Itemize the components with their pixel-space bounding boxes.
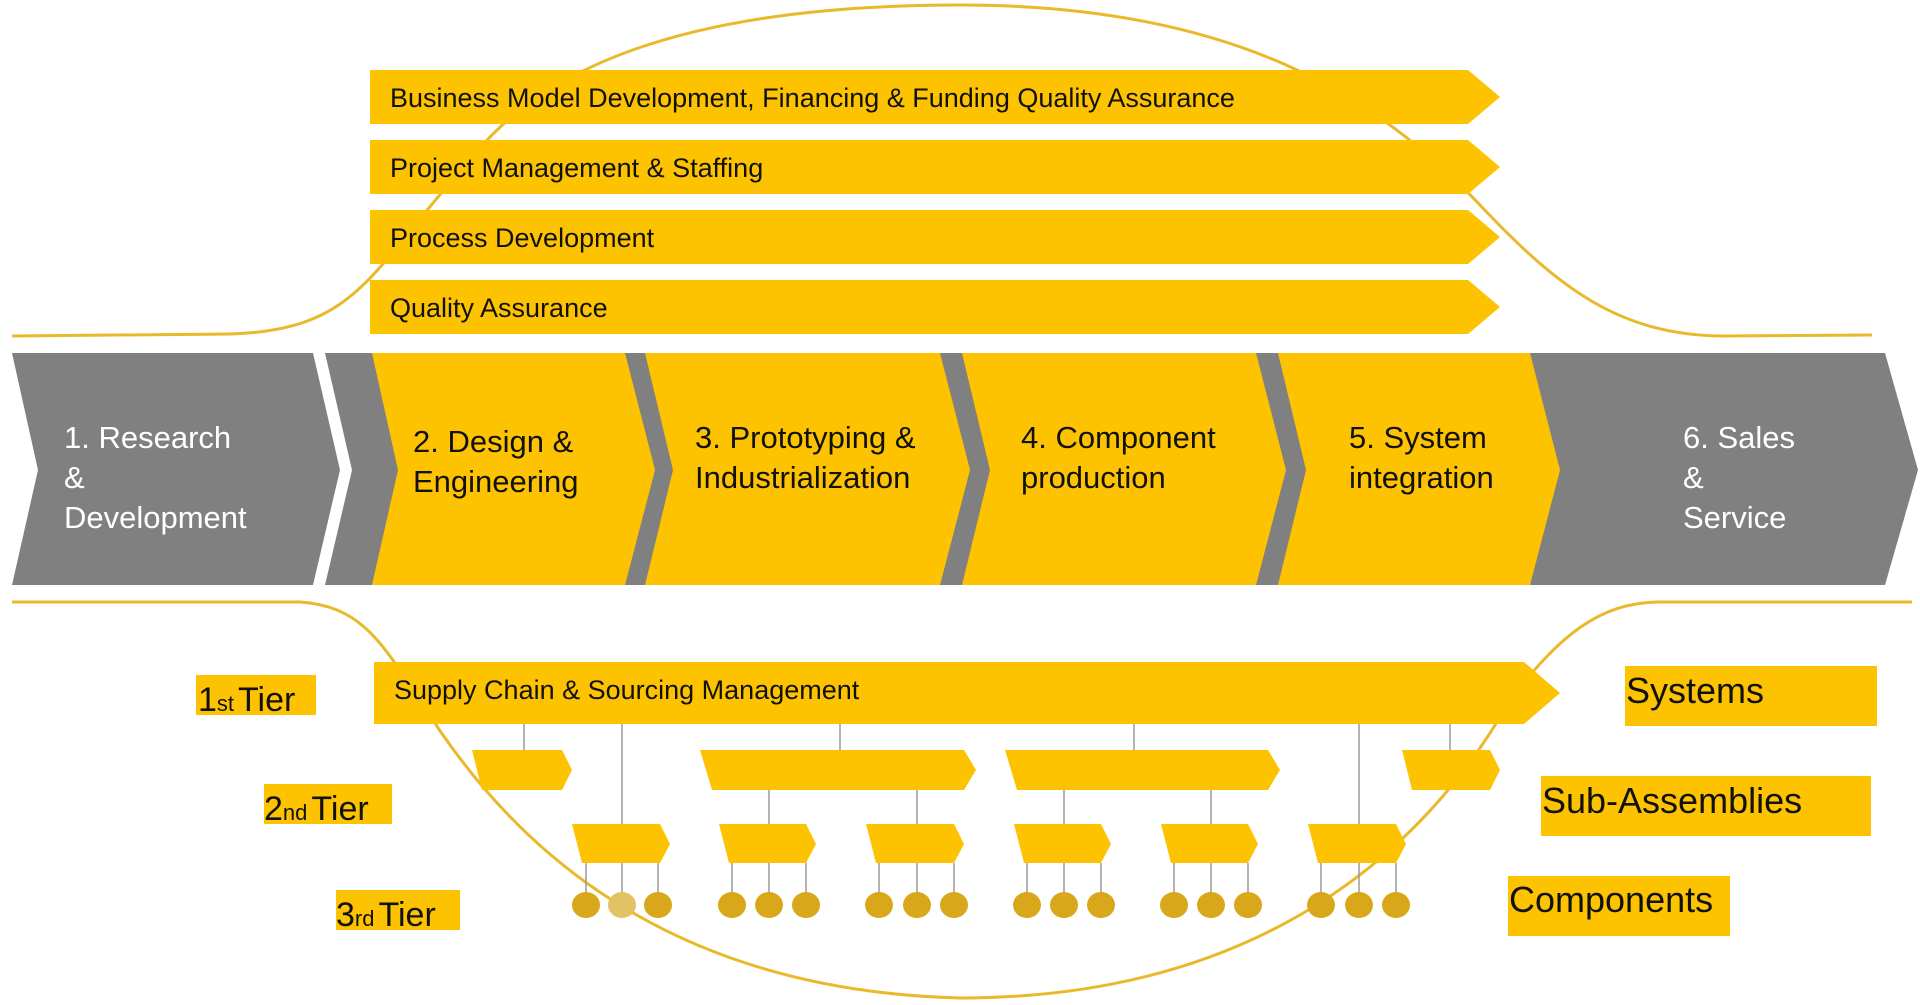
component-dots bbox=[572, 892, 1410, 918]
tier2-arrow bbox=[1402, 750, 1500, 790]
component-dot bbox=[644, 892, 672, 918]
component-dot bbox=[865, 892, 893, 918]
step-1-chevron bbox=[12, 353, 340, 585]
value-chain: 1. Research & Development 2. Design & En… bbox=[12, 353, 1918, 585]
support-arrow-business-model: Business Model Development, Financing & … bbox=[370, 70, 1500, 124]
level-components: Components bbox=[1508, 876, 1730, 936]
supply-chain-label: Supply Chain & Sourcing Management bbox=[394, 675, 860, 705]
connector-tier3-to-components bbox=[585, 863, 1397, 905]
level-systems: Systems bbox=[1625, 666, 1877, 726]
component-dot bbox=[1307, 892, 1335, 918]
step-6-chevron bbox=[1592, 353, 1918, 585]
support-label: Process Development bbox=[390, 223, 655, 253]
component-dot bbox=[1234, 892, 1262, 918]
support-arrow-project-management: Project Management & Staffing bbox=[370, 140, 1500, 194]
svg-text:Sub-Assemblies: Sub-Assemblies bbox=[1542, 780, 1802, 821]
step-2-label: 2. Design & Engineering bbox=[413, 424, 582, 499]
connector-tier1-to-tier3 bbox=[621, 724, 1360, 824]
step-3-label: 3. Prototyping & Industrialization bbox=[695, 420, 924, 495]
connector-tier2-to-tier3 bbox=[768, 790, 1212, 824]
tier3-arrow bbox=[866, 824, 964, 863]
step-4-label: 4. Component production bbox=[1021, 420, 1224, 495]
support-functions: Business Model Development, Financing & … bbox=[370, 70, 1500, 334]
step-2-chevron bbox=[372, 353, 655, 585]
component-dot bbox=[940, 892, 968, 918]
tier3-arrow bbox=[719, 824, 816, 863]
supply-chain-arrow: Supply Chain & Sourcing Management bbox=[374, 662, 1560, 724]
component-dot bbox=[755, 892, 783, 918]
support-label: Quality Assurance bbox=[390, 293, 608, 323]
level-labels: Systems Sub-Assemblies Components bbox=[1508, 666, 1877, 936]
support-arrow-quality-assurance: Quality Assurance bbox=[370, 280, 1500, 334]
svg-text:Components: Components bbox=[1509, 879, 1713, 920]
tier-connectors bbox=[523, 724, 1451, 905]
component-dot bbox=[572, 892, 600, 918]
tier-3-arrows bbox=[572, 824, 1406, 863]
component-dot bbox=[1197, 892, 1225, 918]
component-dot bbox=[608, 892, 636, 918]
tier3-arrow bbox=[1014, 824, 1111, 863]
tier3-arrow bbox=[1161, 824, 1258, 863]
component-dot bbox=[718, 892, 746, 918]
component-dot bbox=[792, 892, 820, 918]
connector-tier1-to-tier2 bbox=[523, 724, 1451, 750]
step-5-label: 5. System integration bbox=[1349, 420, 1495, 495]
support-label: Project Management & Staffing bbox=[390, 153, 763, 183]
tier2-arrow bbox=[1005, 750, 1280, 790]
level-sub-assemblies: Sub-Assemblies bbox=[1541, 776, 1871, 836]
svg-text:Systems: Systems bbox=[1626, 670, 1764, 711]
component-dot bbox=[903, 892, 931, 918]
tier3-arrow bbox=[572, 824, 670, 863]
step-3-chevron bbox=[645, 353, 970, 585]
tier-2-arrows bbox=[472, 750, 1500, 790]
component-dot bbox=[1087, 892, 1115, 918]
support-label: Business Model Development, Financing & … bbox=[390, 83, 1235, 113]
tier2-arrow bbox=[472, 750, 572, 790]
component-dot bbox=[1160, 892, 1188, 918]
step-5-chevron bbox=[1278, 353, 1560, 585]
tier3-arrow bbox=[1308, 824, 1406, 863]
step-4-chevron bbox=[962, 353, 1286, 585]
component-dot bbox=[1013, 892, 1041, 918]
step-6-label: 6. Sales & Service bbox=[1683, 420, 1804, 535]
component-dot bbox=[1345, 892, 1373, 918]
component-dot bbox=[1050, 892, 1078, 918]
step-1-label: 1. Research & Development bbox=[64, 420, 247, 535]
tier2-arrow bbox=[700, 750, 976, 790]
support-arrow-process-development: Process Development bbox=[370, 210, 1500, 264]
component-dot bbox=[1382, 892, 1410, 918]
